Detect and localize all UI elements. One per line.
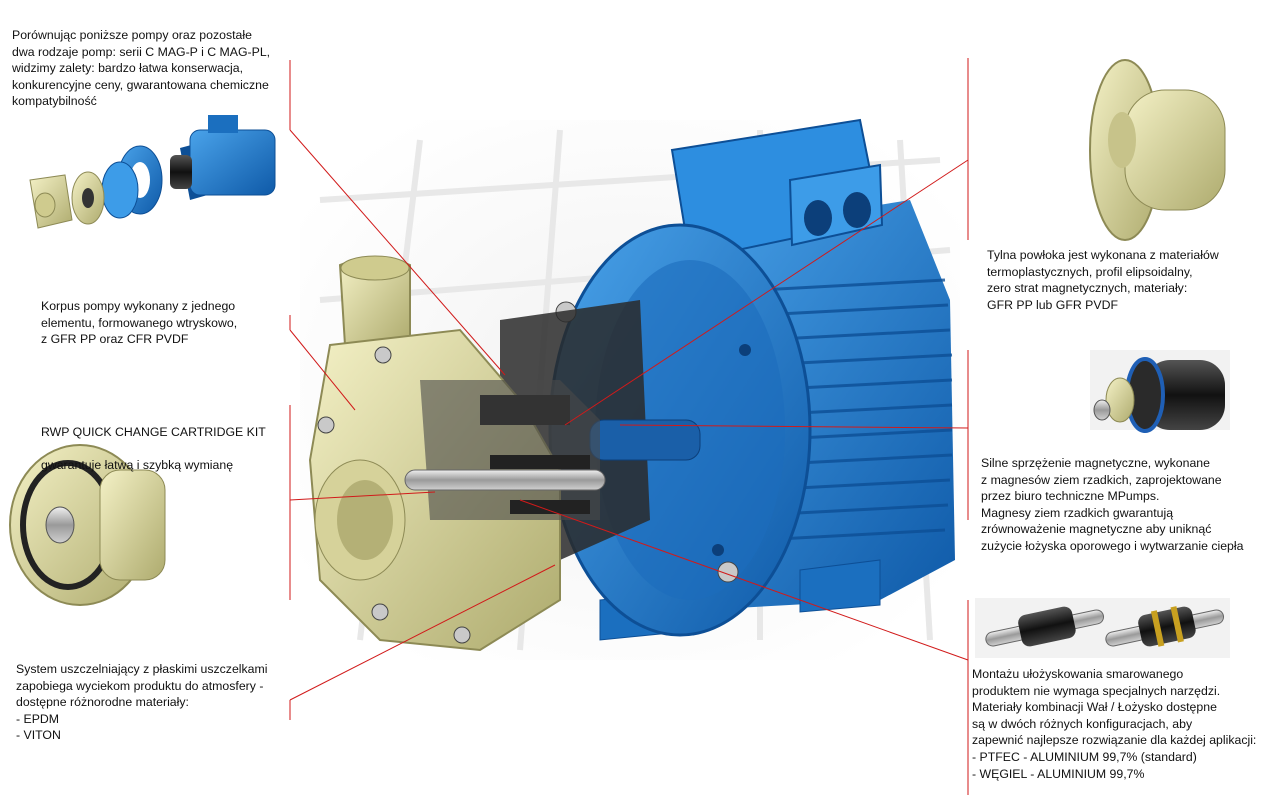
motor-flange xyxy=(500,223,812,637)
rwp-cartridge-thumbnail xyxy=(9,444,166,606)
rear-shell-text: Tylna powłoka jest wykonana z materiałów… xyxy=(987,248,1219,312)
shaft-bearing-thumbnail xyxy=(975,598,1230,658)
bearing-assembly-text: Montażu ułożyskowania smarowanego produk… xyxy=(972,667,1257,781)
exploded-pump-thumbnail xyxy=(29,115,276,229)
comparison-text: Porównując poniższe pompy oraz pozostałe… xyxy=(12,28,271,109)
magnetic-coupling-text: Silne sprzężenie magnetyczne, wykonane z… xyxy=(981,456,1244,553)
magnet-coupling-thumbnail xyxy=(1090,350,1230,433)
rwp-cartridge-text: RWP QUICK CHANGE CARTRIDGE KIT gwarantuj… xyxy=(41,407,301,490)
sealing-system-text: System uszczelniający z płaskimi uszczel… xyxy=(16,662,268,743)
rear-shell-thumbnail xyxy=(1089,59,1226,241)
pump-body-text: Korpus pompy wykonany z jednego elementu… xyxy=(41,299,238,347)
rwp-title: RWP QUICK CHANGE CARTRIDGE KIT xyxy=(41,424,266,439)
pump-housing xyxy=(308,255,606,652)
callout-lines xyxy=(289,58,969,795)
rwp-subtitle: gwarantuje łatwą i szybką wymianę xyxy=(41,457,234,472)
